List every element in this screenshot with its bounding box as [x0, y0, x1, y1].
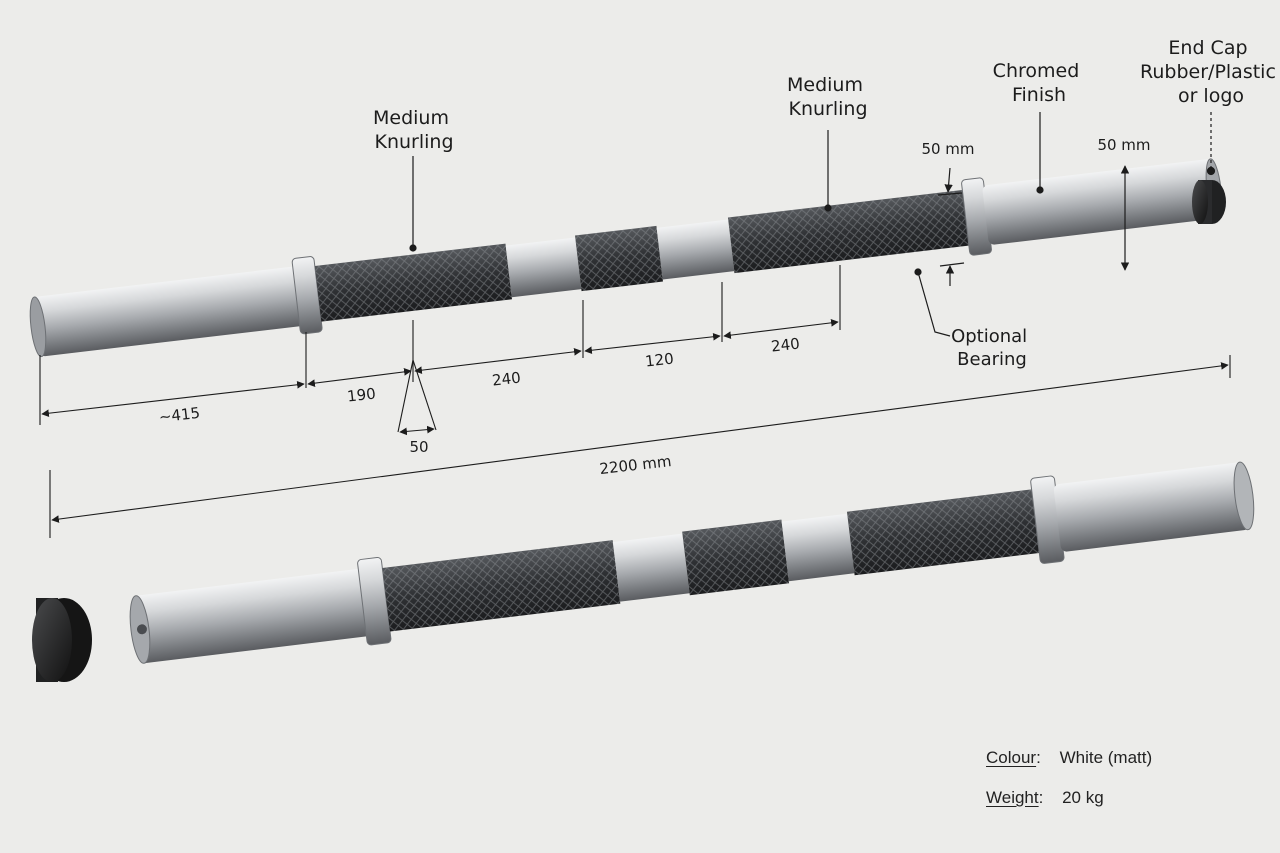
top-end-cap [1192, 180, 1226, 224]
label-knurling-right: Medium Knurling [787, 74, 869, 120]
dim-240-a: 240 [491, 368, 521, 389]
spec-weight-label: Weight [986, 788, 1039, 807]
bottom-barbell [32, 461, 1255, 682]
label-knurling-left: Medium Knurling [373, 107, 455, 153]
spec-colour-value: White (matt) [1059, 748, 1153, 767]
label-optional-bearing: Optional Bearing [951, 326, 1033, 370]
dim-collar-diameter: 50 mm [921, 140, 974, 158]
bottom-right-sleeve [1053, 462, 1250, 552]
dimension-lines [39, 265, 1231, 538]
top-right-sleeve [982, 159, 1219, 245]
spec-weight-value: 20 kg [1062, 788, 1104, 807]
dim-sleeve-diameter: 50 mm [1097, 136, 1150, 154]
bottom-left-collar [357, 556, 392, 646]
label-end-cap: End Cap Rubber/Plastic or logo [1140, 37, 1280, 107]
dim-240-b: 240 [770, 334, 800, 355]
spec-weight: Weight: 20 kg [986, 788, 1104, 807]
dim-190: 190 [346, 384, 376, 405]
dim-120: 120 [644, 349, 674, 370]
callout-labels: Medium Knurling Medium Knurling Chromed … [373, 37, 1280, 370]
bottom-left-sleeve [132, 568, 374, 664]
spec-colour-label: Colour [986, 748, 1037, 767]
spec-colour: Colour: White (matt) [986, 748, 1153, 767]
label-chromed-finish: Chromed Finish [993, 60, 1086, 106]
top-left-sleeve [33, 266, 306, 357]
dim-415: ~415 [158, 404, 201, 427]
bottom-end-cap [32, 598, 92, 682]
dim-50: 50 [409, 438, 428, 456]
dim-total-length: 2200 mm [599, 452, 673, 478]
leader-lines [409, 112, 1216, 337]
top-barbell [29, 158, 1226, 358]
